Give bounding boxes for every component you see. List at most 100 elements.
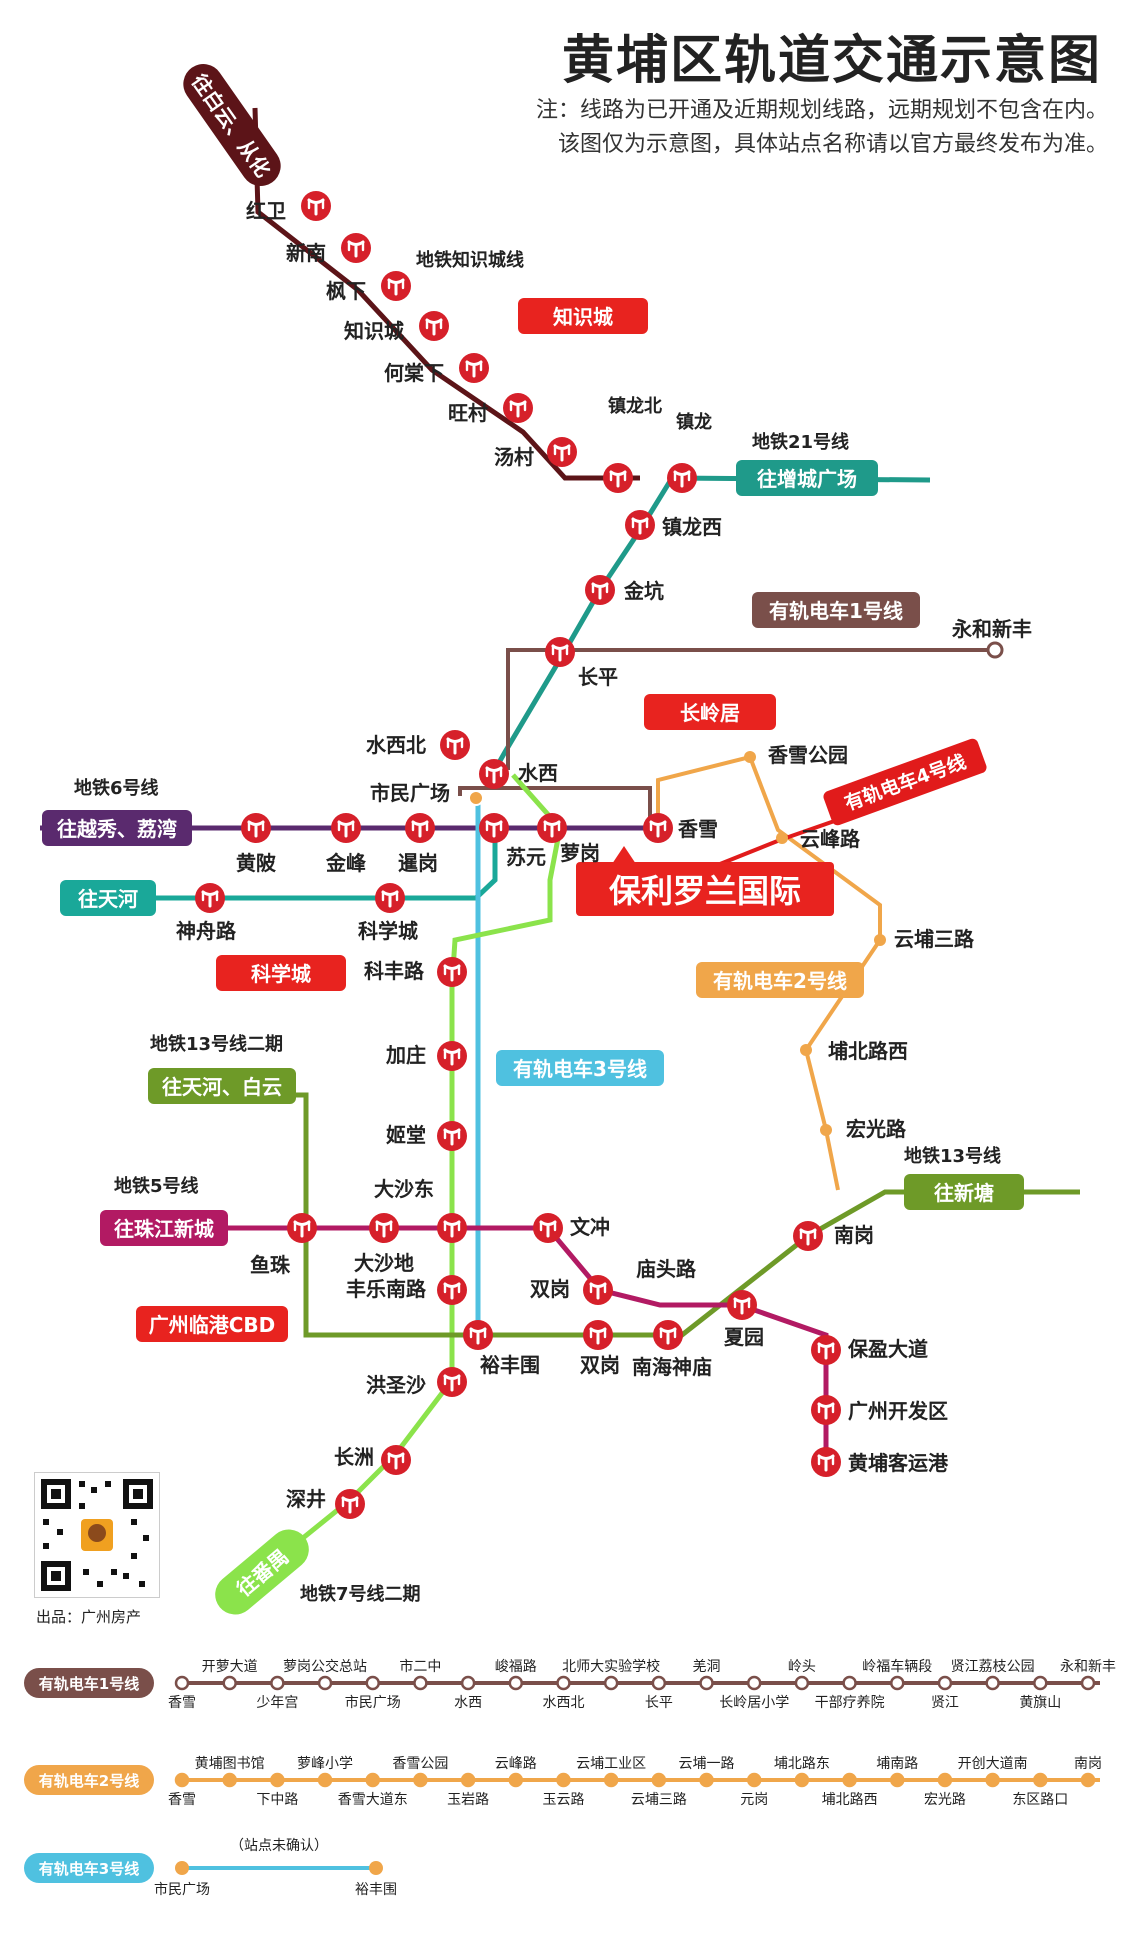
strip-stop-dot [842,1772,857,1788]
strip-stop-dot [460,1675,476,1691]
tram-stop [468,790,484,806]
station-icon [545,435,579,469]
strip-stop-name: 峻福路 [495,1659,537,1675]
line5 [100,1225,829,1465]
publisher-credit: 出品：广州房产 [36,1608,142,1626]
station-icon [193,881,227,915]
station-icon [581,1318,615,1352]
station-icon [651,1318,685,1352]
label-line7-2: 地铁7号线二期 [300,1583,421,1605]
svg-text:有轨电车2号线: 有轨电车2号线 [713,969,847,993]
station-icon [457,351,491,385]
strip-stop-name: 埔北路东 [774,1756,830,1772]
strip-stop-name: 黄旗山 [1019,1694,1061,1711]
station-shenjing: 深井 [286,1487,326,1511]
station-nanhaishenmiao: 南海神庙 [632,1355,712,1379]
station-fengxia: 枫下 [326,279,366,303]
strip-stop-dot [699,1675,714,1691]
strip-stop-name: 埔北路西 [822,1792,878,1808]
tram-stop [986,641,1004,659]
strip-stop-name: 玉岩路 [447,1792,489,1808]
station-guangzhoukaifaqu: 广州开发区 [848,1399,948,1423]
strip-stop-dot [508,1675,524,1691]
station-shuixibei: 水西北 [366,733,426,757]
svg-text:往白云、从化: 往白云、从化 [187,70,275,182]
svg-text:科学城: 科学城 [251,962,311,986]
strip-stop-dot [222,1675,237,1691]
strip-stop-dot [413,1675,428,1691]
station-icon [601,461,635,495]
strip-stop-name: 玉云路 [542,1792,584,1808]
terminal-tianhe: 往天河 [60,880,156,916]
station-yuzhu: 鱼珠 [250,1253,291,1277]
station-shuixi: 水西 [518,761,558,785]
station-fenglenanlu: 丰乐南路 [346,1277,427,1301]
station-icon [373,881,407,915]
strip-stop-name: 南岗 [1074,1756,1102,1772]
terminal-yuexiu: 往越秀、荔湾 [42,810,192,846]
label-line5: 地铁5号线 [114,1175,199,1197]
station-icon [435,955,469,989]
strip-stop-name: 云埔三路 [631,1792,687,1808]
strip-stop-dot [985,1675,1000,1691]
station-wenchong: 文冲 [570,1215,610,1239]
knowledge-city-line [252,107,640,481]
station-icon [435,1039,469,1073]
strip-stop-dot [508,1772,524,1788]
svg-text:保利罗兰国际: 保利罗兰国际 [609,872,801,910]
strip-stop-name: 干部疗养院 [815,1695,885,1711]
station-hongguanglu: 宏光路 [846,1117,907,1141]
station-icon [339,231,373,265]
station-hetangxia: 何棠下 [384,361,444,385]
strip-stop-name: 贤江荔枝公园 [951,1659,1035,1675]
note-line-1: 注：线路为已开通及近期规划线路，远期规划不包含在内。 [535,98,1108,123]
strip-stop-name: 北师大实验学校 [562,1658,660,1675]
strip-stop-name: 岭福车辆段 [862,1658,932,1675]
tag-linggang: 广州临港CBD [136,1306,288,1342]
terminal-xintang: 往新塘 [904,1174,1024,1210]
station-icon [438,728,472,762]
strip-tram2-stops: 香雪黄埔图书馆下中路萝峰小学香雪大道东香雪公园玉岩路云峰路玉云路云埔工业区云埔三… [168,1755,1102,1808]
strip-stop-name: 水西 [454,1695,482,1711]
station-shuanggang: 双岗 [530,1277,570,1301]
station-icon [333,1487,367,1521]
station-icon [435,1273,469,1307]
strip-stop-name: 东区路口 [1012,1792,1068,1808]
station-icon [299,189,333,223]
terminal-panyu: 往番禺 [215,1529,309,1615]
strip-stop-dot [794,1675,810,1691]
strip-stop-name: 宏光路 [924,1792,966,1808]
station-icon [623,508,657,542]
station-tangcun: 汤村 [494,445,534,469]
strip-stop-dot [746,1675,762,1691]
terminal-baiyun: 往白云、从化 [183,64,281,186]
svg-text:往新塘: 往新塘 [934,1181,994,1205]
station-zhenlong: 镇龙 [676,411,712,433]
label-knowledge-line: 地铁知识城线 [416,249,524,271]
svg-text:往天河: 往天河 [78,887,138,911]
tag-kexuecheng: 科学城 [216,955,346,991]
station-icon [809,1333,843,1367]
svg-text:往珠江新城: 往珠江新城 [114,1217,214,1241]
strip-stop-dot [317,1675,333,1691]
strip-stop-dot [842,1675,857,1691]
tram-stop [874,934,886,946]
station-pubeiluxi: 埔北路西 [828,1039,908,1063]
station-icon [543,635,577,669]
label-line13: 地铁13号线 [904,1145,1001,1167]
strip-stop-dot [270,1675,285,1691]
strip-stop-name: 埔南路 [876,1756,918,1772]
station-jinkeng: 金坑 [623,579,664,603]
tram2-line [656,754,882,1191]
station-wangcun: 旺村 [448,401,488,425]
station-xiagang: 暹岗 [398,851,438,875]
strip-tram3-tag: 有轨电车3号线 [24,1853,154,1883]
strip-stop-name: 萝岗公交总站 [283,1658,367,1675]
strip-stop-name: 开萝大道 [202,1659,258,1675]
svg-text:往天河、白云: 往天河、白云 [162,1075,282,1099]
station-icon [809,1445,843,1479]
tram-stop [744,751,756,763]
strip-stop-dot [1033,1675,1048,1691]
station-changzhou: 长洲 [334,1445,374,1469]
terminal-tianhe-baiyun: 往天河、白云 [148,1068,296,1104]
